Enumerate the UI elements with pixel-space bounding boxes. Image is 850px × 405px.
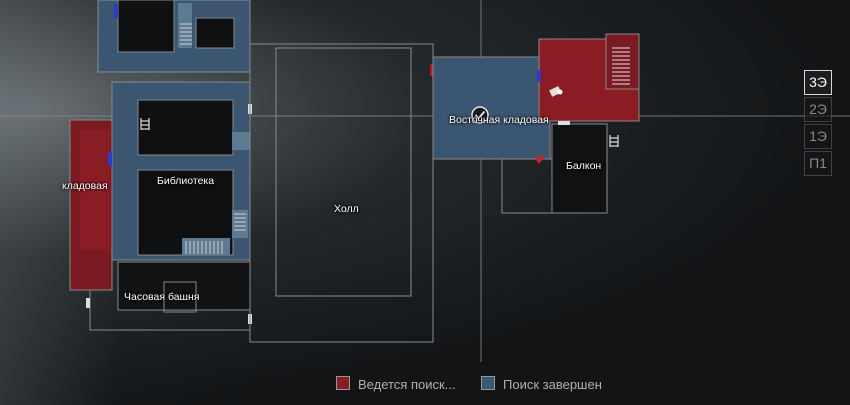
ladder-icon bbox=[140, 118, 150, 130]
room-corridor-east bbox=[501, 158, 553, 214]
legend-done: Поиск завершен bbox=[481, 376, 602, 392]
door-east-blue bbox=[537, 70, 541, 82]
room-label-storage-west: кладовая bbox=[62, 180, 108, 192]
floor-button-3f[interactable]: 3Э bbox=[804, 70, 832, 95]
room-label-clock-tower: Часовая башня bbox=[124, 291, 200, 303]
floor-selector: 3Э 2Э 1Э П1 bbox=[804, 70, 834, 178]
west-wing bbox=[69, 0, 251, 331]
room-top-dark bbox=[117, 0, 175, 53]
east-wing bbox=[432, 33, 640, 214]
legend-done-label: Поиск завершен bbox=[503, 377, 602, 392]
legend-searching: Ведется поиск... bbox=[336, 376, 456, 392]
room-library-upper bbox=[137, 99, 234, 156]
floor-button-1f[interactable]: 1Э bbox=[804, 124, 832, 149]
floor-button-2f[interactable]: 2Э bbox=[804, 97, 832, 122]
legend-swatch-red bbox=[336, 376, 350, 390]
item-icon bbox=[549, 86, 563, 97]
stairs-east bbox=[612, 47, 630, 85]
room-label-east-storage: Восточная кладовая bbox=[449, 114, 549, 126]
room-label-hall: Холл bbox=[334, 203, 359, 215]
legend-swatch-blue bbox=[481, 376, 495, 390]
legend-searching-label: Ведется поиск... bbox=[358, 377, 456, 392]
floor-button-b1[interactable]: П1 bbox=[804, 151, 832, 176]
stairs-west bbox=[180, 23, 246, 254]
room-east-storage bbox=[432, 56, 551, 160]
player-marker-icon bbox=[471, 106, 489, 124]
hall bbox=[249, 43, 434, 343]
save-point-icon bbox=[534, 155, 544, 164]
door-east-white bbox=[558, 121, 570, 125]
room-balcony bbox=[551, 123, 608, 214]
room-label-balcony: Балкон bbox=[566, 160, 602, 172]
ladder-icon bbox=[609, 135, 619, 147]
room-label-library: Библиотека bbox=[157, 175, 215, 187]
